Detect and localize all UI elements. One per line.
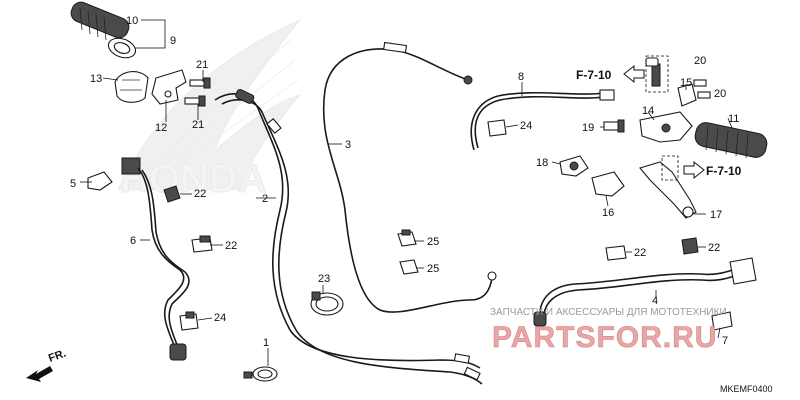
callout-8: 8 [518,71,524,83]
shop-watermark-logo: PARTSFOR.RU [492,321,717,354]
callout-2: 2 [262,193,268,205]
throttle-cable-2 [214,89,483,385]
callout-20-b: 20 [714,88,726,100]
callout-3: 3 [345,139,351,151]
bolt-f710 [645,57,661,87]
grip-11 [694,122,768,159]
throttle-housing-upper [114,71,149,103]
callout-15: 15 [680,77,692,89]
throttle-housing-lower [151,69,187,105]
callout-22-a: 22 [194,188,206,200]
clamp-22-a [163,185,181,203]
cable-3 [322,41,497,313]
clamp-24-left [179,311,199,331]
ref-f710-top: F-7-10 [576,55,669,93]
callout-23: 23 [318,273,330,285]
screw-20-b [697,91,711,99]
callout-20-a: 20 [694,55,706,67]
shop-watermark-line: ЗАПЧАСТИ И АКСЕССУАРЫ ДЛЯ МОТОТЕХНИКИ [490,307,727,318]
callout-9: 9 [170,35,176,47]
clamp-band-23 [310,291,344,316]
callout-21-top: 21 [196,59,208,71]
clamp-24-right [487,119,507,137]
callout-1: 1 [263,337,269,349]
shop-watermark: ЗАПЧАСТИ И АКСЕССУАРЫ ДЛЯ МОТОТЕХНИКИ PA… [490,307,727,354]
callout-24-left: 24 [214,312,226,324]
clamp-25-a [397,229,417,247]
callout-10: 10 [126,15,138,27]
callout-21-bottom: 21 [192,119,204,131]
callout-24-right: 24 [520,120,532,132]
callout-11: 11 [728,113,739,125]
callout-4: 4 [652,295,658,307]
callout-17: 17 [710,209,722,221]
lever-17 [639,161,697,219]
throttle-grip [70,1,137,59]
clamp-22-c [605,245,627,261]
screw-15 [677,83,697,107]
callouts: 10 9 13 12 21 21 5 22 6 22 24 2 3 1 23 2… [70,15,739,349]
honda-watermark: HONDA [117,19,301,201]
callout-25-a: 25 [427,236,439,248]
ref-f710-mid: F-7-10 [661,155,742,181]
callout-5: 5 [70,178,76,190]
lever-holder-14 [639,111,693,143]
cable-8 [470,89,615,151]
ref-label-mid: F-7-10 [706,164,742,178]
switch-16 [591,171,625,197]
screw-21-upper [189,77,211,89]
diagram-code: MKEMF0400 [720,384,773,394]
leader-lines [80,19,733,366]
callout-22-d: 22 [708,242,720,254]
clamp-25-b [399,259,419,275]
clamp-7 [711,311,733,331]
harness-6 [137,167,190,361]
callout-18: 18 [536,157,548,169]
callout-22-c: 22 [634,247,646,259]
callout-7: 7 [722,335,728,347]
callout-16: 16 [602,207,614,219]
callout-25-b: 25 [427,263,439,275]
clamp-22-d [681,237,699,255]
grommet-18 [559,155,589,177]
screw-20-a [693,79,707,87]
bolt-19 [603,119,625,133]
screw-21-lower [184,95,206,107]
callout-12: 12 [155,122,167,134]
callout-19: 19 [582,122,594,134]
clamp-22-b [191,235,213,253]
switch-5 [87,157,141,191]
callout-6: 6 [130,235,136,247]
front-direction-arrow: FR. [26,347,68,382]
ref-label-top: F-7-10 [576,68,612,82]
band-1 [243,366,278,382]
callout-13: 13 [90,73,102,85]
callout-22-b: 22 [225,240,237,252]
direction-label: FR. [47,347,68,364]
cable-4 [533,257,757,327]
callout-14: 14 [642,105,654,117]
